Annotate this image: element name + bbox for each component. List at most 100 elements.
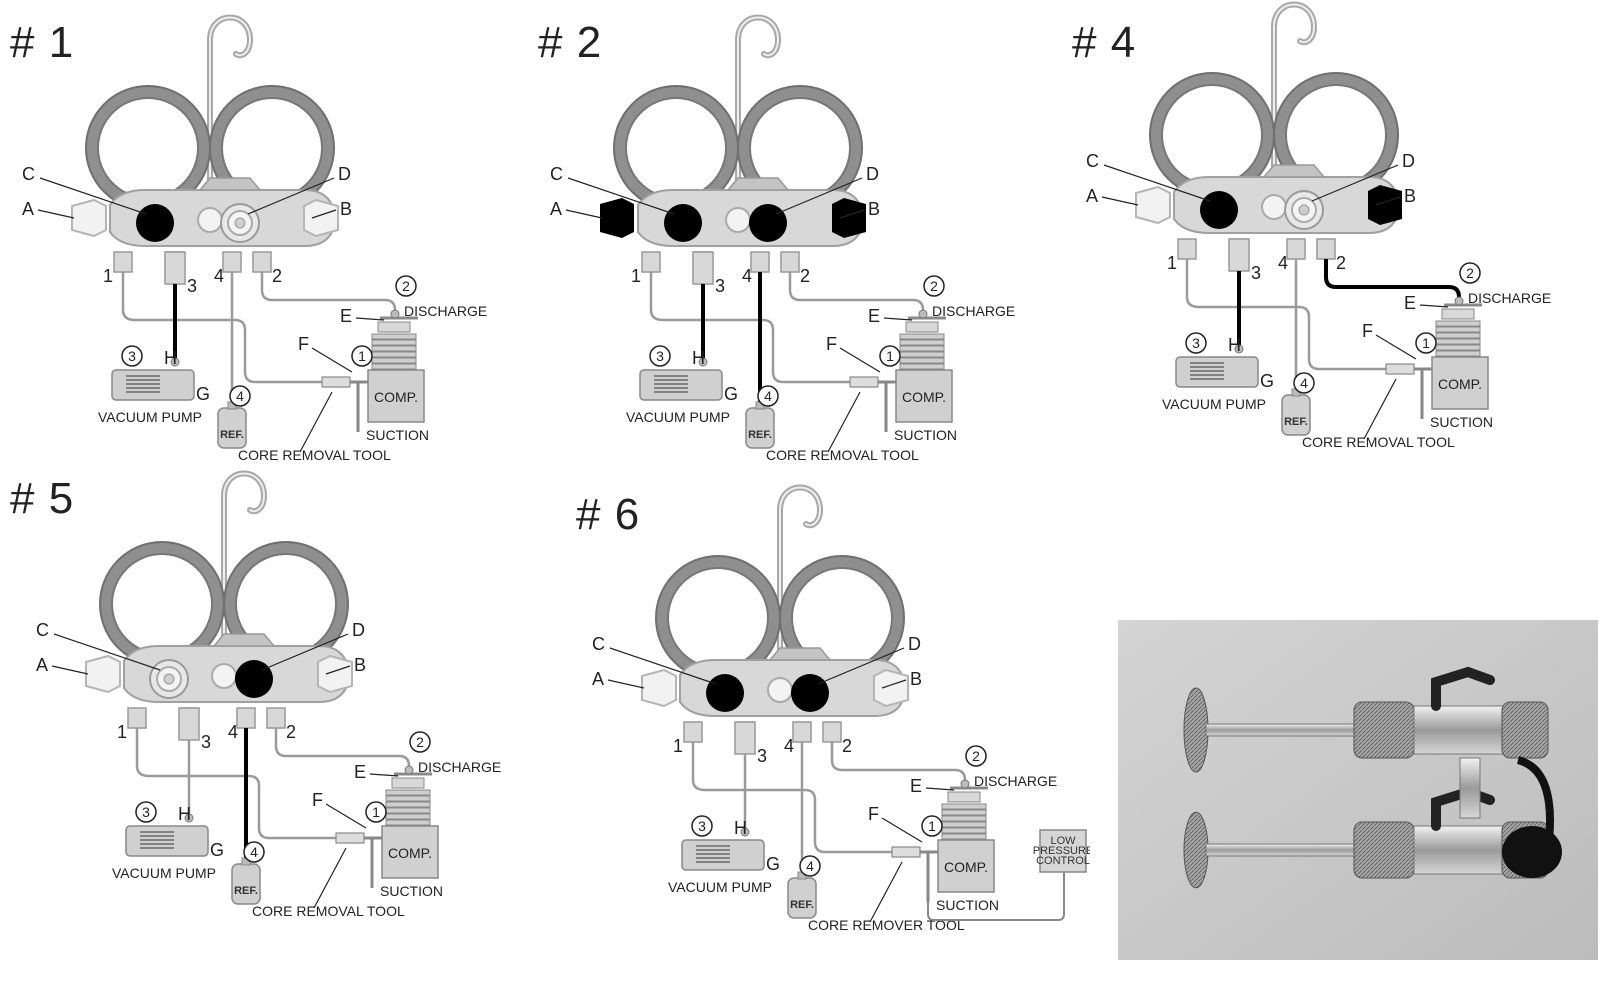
label-c: C: [592, 634, 605, 654]
valve-knob-c: [1200, 191, 1238, 229]
leader-a: [565, 209, 603, 219]
core-removal-tool: [849, 376, 879, 388]
leader-b: [881, 679, 907, 689]
port-3-fitting: [1228, 238, 1250, 272]
port-3-fitting: [178, 707, 200, 741]
port-1: [1177, 238, 1197, 260]
port-4: [792, 721, 812, 743]
circle-1-text: 1: [928, 818, 936, 834]
label-g: G: [210, 840, 224, 860]
label-c: C: [22, 164, 35, 184]
circle-1-text: 1: [886, 348, 894, 364]
core-tool-lower-body: [1413, 825, 1505, 875]
circle-4-text: 4: [806, 858, 814, 874]
discharge-label: DISCHARGE: [418, 759, 501, 775]
photo-illustration: [1118, 620, 1598, 960]
discharge-label: DISCHARGE: [932, 303, 1015, 319]
low-pressure-line-1: PRESSURE: [1033, 845, 1090, 857]
port-4: [236, 707, 256, 729]
port-2: [252, 251, 272, 273]
circle-4: 4: [229, 385, 251, 407]
sight-glass: [725, 207, 751, 233]
label-e: E: [868, 306, 880, 326]
circle-3-text: 3: [656, 348, 664, 364]
leader-f: [881, 817, 923, 843]
label-e: E: [340, 306, 352, 326]
port-1-label: 1: [1167, 253, 1177, 273]
port-1-label: 1: [631, 266, 641, 286]
label-e: E: [1404, 293, 1416, 313]
circle-4: 4: [757, 385, 779, 407]
leader-core-tool: [827, 391, 861, 453]
discharge-port: [404, 765, 414, 775]
circle-1: 1: [365, 801, 387, 823]
circle-2-text: 2: [402, 278, 410, 294]
label-h: H: [164, 348, 177, 368]
leader-e: [355, 317, 385, 321]
leader-b: [325, 665, 351, 675]
low-pressure-line: [927, 870, 1065, 921]
label-g: G: [1260, 371, 1274, 391]
circle-4-text: 4: [250, 844, 258, 860]
label-g: G: [196, 384, 210, 404]
label-b: B: [910, 669, 922, 689]
label-f: F: [826, 334, 837, 354]
port-3-label: 3: [201, 732, 211, 752]
port-2-label: 2: [800, 266, 810, 286]
label-d: D: [866, 164, 879, 184]
core-tool-lower-nut: [1353, 821, 1415, 879]
circle-1: 1: [351, 345, 373, 367]
hose-2-discharge: [788, 272, 925, 318]
leader-c: [53, 633, 161, 671]
core-removal-tool: [321, 376, 351, 388]
leader-e: [369, 773, 399, 777]
circle-2: 2: [409, 731, 431, 753]
manifold-top-boss: [198, 177, 262, 191]
label-h: H: [178, 804, 191, 824]
manifold-top-boss: [1262, 164, 1326, 178]
core-tool-upper-handle: [1183, 687, 1209, 773]
core-tool-label: CORE REMOVAL TOOL: [1302, 434, 1455, 450]
label-f: F: [868, 804, 879, 824]
compressor: COMP.: [937, 791, 995, 893]
leader-d: [817, 647, 905, 685]
leader-f: [325, 803, 367, 829]
valve-cap-a: [600, 198, 634, 238]
suction-label: SUCTION: [380, 883, 443, 899]
manifold-top-boss: [768, 647, 832, 661]
circle-3-text: 3: [142, 804, 150, 820]
port-2-label: 2: [842, 736, 852, 756]
valve-cap-a: [1135, 185, 1171, 225]
leader-d: [261, 633, 349, 671]
port-1: [127, 707, 147, 729]
leader-b: [839, 209, 865, 219]
port-4-label: 4: [1278, 253, 1288, 273]
panel-title-p1: # 1: [10, 18, 75, 67]
circle-1-text: 1: [358, 348, 366, 364]
vacuum-pump-label: VACUUM PUMP: [112, 865, 216, 881]
discharge-label: DISCHARGE: [974, 773, 1057, 789]
core-tool-lower-rod: [1205, 843, 1357, 857]
core-tool-upper-body: [1413, 705, 1505, 755]
valve-knob-d: [749, 204, 787, 242]
label-g: G: [724, 384, 738, 404]
panel-title-p5: # 5: [10, 474, 75, 523]
valve-knob-d: [791, 674, 829, 712]
port-3-fitting: [692, 251, 714, 285]
circle-2: 2: [923, 275, 945, 297]
low-pressure-line-0: LOW: [1050, 835, 1076, 847]
compressor-label: COMP.: [944, 859, 988, 875]
hanger-hook-shine: [209, 16, 252, 191]
label-d: D: [908, 634, 921, 654]
compressor: COMP.: [1431, 308, 1489, 410]
refrigerant-label: REF.: [234, 885, 258, 897]
label-c: C: [550, 164, 563, 184]
core-removal-tool: [891, 846, 921, 858]
port-4-label: 4: [228, 722, 238, 742]
port-2: [822, 721, 842, 743]
black-cap: [1502, 826, 1562, 878]
